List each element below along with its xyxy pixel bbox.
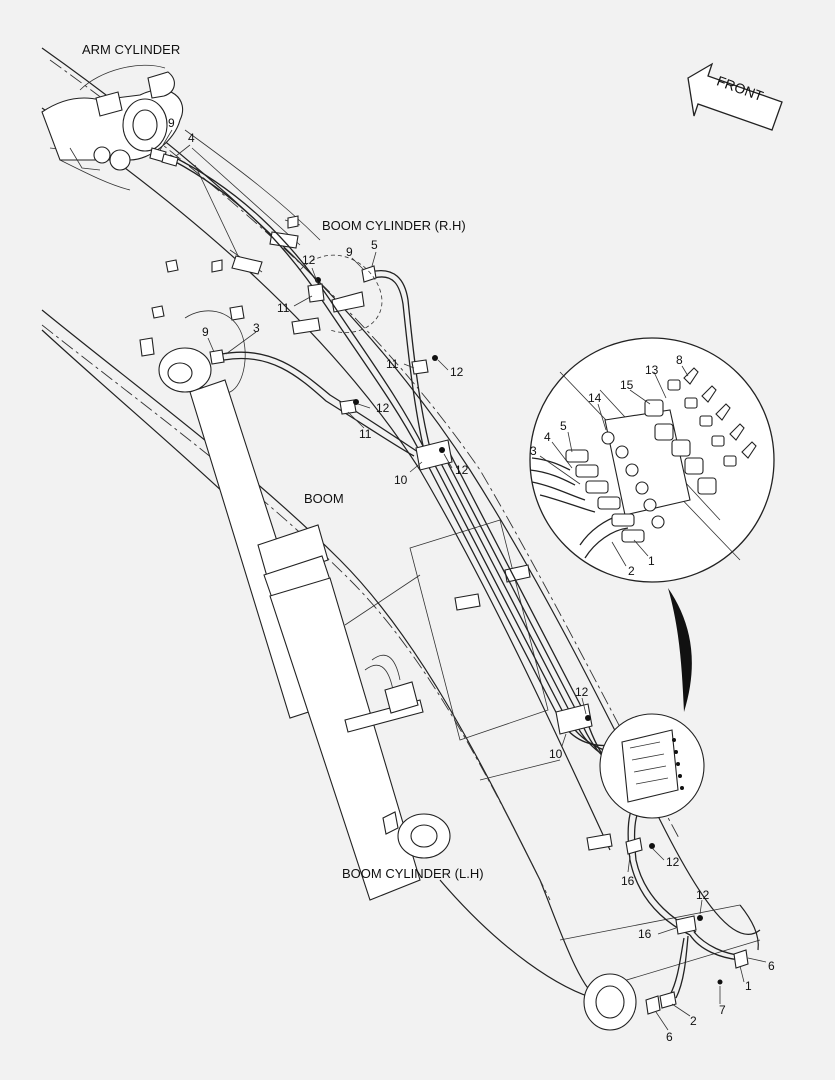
callout-11: 11 [277, 301, 290, 315]
callout-6: 6 [666, 1030, 673, 1044]
callout-3: 3 [253, 321, 260, 335]
boom-cylinder-lh-title: BOOM CYLINDER (L.H) [342, 866, 484, 881]
callout-5: 5 [371, 238, 378, 252]
arm-cylinder [41, 64, 184, 171]
callout-16: 16 [638, 927, 652, 941]
callout-12: 12 [575, 685, 589, 699]
fittings [149, 147, 749, 1015]
callout-leaders [159, 129, 767, 1031]
detail-callout-14: 14 [588, 391, 602, 405]
callout-9: 9 [202, 325, 209, 339]
detail-callout-2: 2 [628, 564, 635, 578]
callout-12: 12 [450, 365, 464, 379]
front-arrow-icon: FRONT [687, 62, 783, 131]
callout-12: 12 [455, 463, 469, 477]
callout-11: 11 [386, 357, 399, 371]
boom-structure [41, 47, 761, 1031]
callout-12: 12 [696, 888, 710, 902]
detail-callout-15: 15 [620, 378, 634, 392]
valve-block-small [599, 713, 705, 819]
boom-cylinder-rh [158, 310, 451, 901]
boom-title: BOOM [304, 491, 344, 506]
callout-12: 12 [376, 401, 390, 415]
arm-cylinder-title: ARM CYLINDER [82, 42, 180, 57]
callout-10: 10 [394, 473, 408, 487]
callout-12: 12 [666, 855, 680, 869]
callout-4: 4 [188, 131, 195, 145]
detail-callout-1: 1 [648, 554, 655, 568]
zoom-pointer [668, 588, 692, 712]
callout-2: 2 [690, 1014, 697, 1028]
detail-magnifier [529, 337, 775, 583]
boom-cylinder-rh-title: BOOM CYLINDER (R.H) [322, 218, 466, 233]
detail-callout-5: 5 [560, 419, 567, 433]
detail-callout-4: 4 [544, 430, 551, 444]
callout-9: 9 [346, 245, 353, 259]
detail-callout-3: 3 [530, 444, 537, 458]
callout-numbers: 9 4 12 9 5 11 9 3 11 12 12 11 10 12 12 1… [168, 116, 775, 1044]
detail-callout-8: 8 [676, 353, 683, 367]
callout-11: 11 [359, 427, 372, 441]
callout-10: 10 [549, 747, 563, 761]
callout-6: 6 [768, 959, 775, 973]
callout-16: 16 [621, 874, 635, 888]
detail-callout-13: 13 [645, 363, 659, 377]
callout-7: 7 [719, 1003, 726, 1017]
callout-9: 9 [168, 116, 175, 130]
callout-1: 1 [745, 979, 752, 993]
callout-12: 12 [302, 253, 316, 267]
